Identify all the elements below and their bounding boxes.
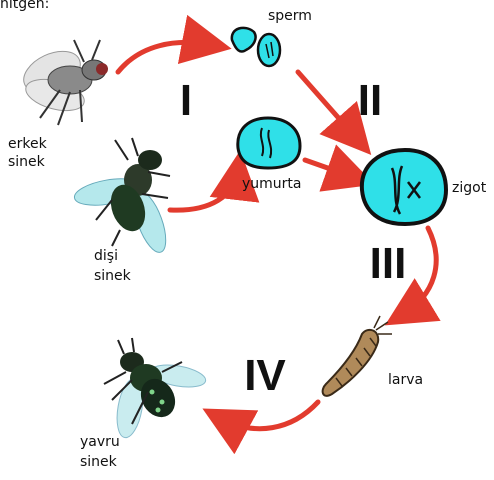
young-fly-label-line2: sinek [80, 454, 118, 470]
arrow-sperm-to-zygote [298, 72, 358, 140]
female-fly-label-line2: sinek [94, 268, 132, 284]
larva-illustration [323, 316, 392, 396]
stage-label-II: II [358, 76, 382, 125]
egg-illustration [238, 118, 300, 168]
young-fly-label-line1: yavru [80, 434, 120, 450]
female-fly-illustration [72, 138, 172, 256]
zygote-illustration [362, 150, 446, 224]
zygote-label: zigot [452, 180, 487, 196]
male-fly-illustration [17, 40, 108, 125]
larva-label: larva [388, 372, 423, 388]
young-fly-illustration [104, 338, 207, 440]
male-fly-label-line2: sinek [8, 154, 46, 170]
arrow-larva-to-young [220, 402, 318, 429]
sperm-label: sperm [268, 8, 312, 24]
sperm-illustration [232, 28, 280, 66]
arrow-zygote-to-larva [402, 228, 436, 315]
arrow-male-to-sperm [118, 42, 212, 72]
female-fly-label-line1: dişi [94, 248, 118, 264]
stage-label-I: I [180, 76, 192, 125]
stage-label-III: III [370, 239, 407, 288]
arrow-female-to-egg [170, 170, 238, 210]
stage-label-IV: IV [244, 351, 286, 400]
top-cutoff-text: nitgen: [0, 0, 49, 12]
egg-label: yumurta [242, 176, 302, 192]
male-fly-label-line1: erkek [8, 136, 48, 152]
arrow-egg-to-zygote [305, 160, 356, 178]
